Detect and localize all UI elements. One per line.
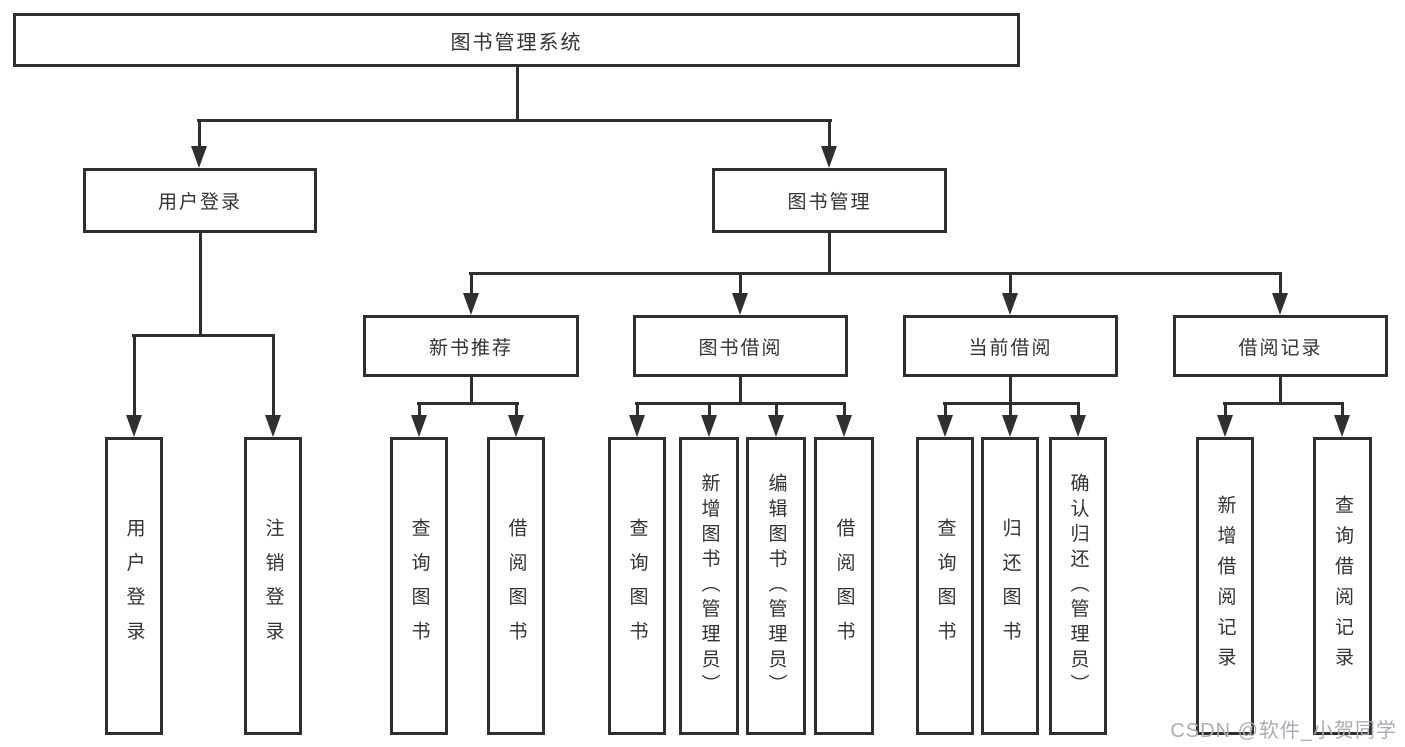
connector-line [636,402,639,418]
arrowhead-down-icon [629,415,645,437]
leaf-label: 查询图书 [934,517,956,655]
node-label: 图书管理系统 [450,31,583,54]
connector-line [1341,402,1344,418]
leaf-borrow-books-recommend: 借阅图书 [487,437,545,735]
node-borrow-records: 借阅记录 [1173,315,1388,377]
arrowhead-down-icon [1002,415,1018,437]
connector-line [1279,375,1282,405]
leaf-user-login: 用户登录 [105,437,163,735]
leaf-label: 查询图书 [408,517,430,655]
node-label: 用户登录 [157,192,242,213]
connector-line [1009,375,1012,405]
connector-line [775,402,778,418]
connector-line [417,402,519,405]
arrowhead-down-icon [701,415,717,437]
leaf-add-book-admin: 新增图书（管理员） [679,437,739,735]
arrowhead-down-icon [1070,415,1086,437]
leaf-query-books-borrowing: 查询图书 [608,437,666,735]
connector-line [739,375,742,405]
node-label: 图书借阅 [698,337,783,359]
connector-line [470,375,473,405]
node-label: 新书推荐 [428,337,513,359]
connector-line [708,402,711,418]
connector-line [132,334,275,337]
leaf-borrow-books-borrowing: 借阅图书 [814,437,874,735]
arrowhead-down-icon [836,415,852,437]
leaf-label: 编辑图书（管理员） [765,473,787,699]
connector-line [1077,402,1080,418]
connector-line [418,402,421,418]
connector-line [1279,272,1282,295]
connector-line [470,272,473,295]
connector-line [739,272,742,295]
leaf-return-books: 归还图书 [981,437,1039,735]
connector-line [515,402,518,418]
connector-line [516,66,519,122]
node-current-borrowing: 当前借阅 [903,315,1118,377]
node-user-login: 用户登录 [83,168,317,233]
arrowhead-down-icon [1272,293,1288,315]
node-book-management: 图书管理 [712,168,947,233]
node-label: 借阅记录 [1238,337,1323,359]
arrowhead-down-icon [191,146,207,168]
leaf-label: 查询图书 [626,517,648,655]
node-library-management-system: 图书管理系统 [13,13,1020,67]
connector-line [944,402,947,418]
leaf-logout: 注销登录 [244,437,302,735]
leaf-label: 确认归还（管理员） [1067,473,1089,699]
connector-line [198,119,201,149]
node-label: 图书管理 [787,192,872,213]
arrowhead-down-icon [508,415,524,437]
connector-line [272,334,275,418]
connector-line [635,402,846,405]
connector-line [828,231,831,275]
node-label: 当前借阅 [968,337,1053,359]
connector-line [133,334,136,418]
connector-line [199,231,202,337]
arrowhead-down-icon [1217,415,1233,437]
connector-line [843,402,846,418]
leaf-label: 归还图书 [999,517,1021,655]
arrowhead-down-icon [732,293,748,315]
leaf-confirm-return-admin: 确认归还（管理员） [1049,437,1107,735]
connector-line [469,272,1282,275]
leaf-edit-book-admin: 编辑图书（管理员） [746,437,806,735]
connector-line [1223,402,1344,405]
arrowhead-down-icon [411,415,427,437]
leaf-label: 借阅图书 [833,517,855,655]
connector-line [1224,402,1227,418]
connector-line [1009,272,1012,295]
connector-line [828,119,831,149]
node-book-borrowing: 图书借阅 [633,315,848,377]
arrowhead-down-icon [463,293,479,315]
leaf-query-borrow-record: 查询借阅记录 [1313,437,1372,735]
arrowhead-down-icon [768,415,784,437]
connector-line [1009,402,1012,418]
leaf-query-books-current: 查询图书 [916,437,974,735]
node-new-book-recommend: 新书推荐 [363,315,579,377]
leaf-label: 用户登录 [123,517,145,655]
arrowhead-down-icon [821,146,837,168]
arrowhead-down-icon [126,415,142,437]
leaf-query-books-recommend: 查询图书 [390,437,448,735]
leaf-label: 新增借阅记录 [1214,494,1236,678]
arrowhead-down-icon [1002,293,1018,315]
leaf-label: 查询借阅记录 [1332,494,1353,678]
csdn-watermark: CSDN @软件_小贺同学 [1170,720,1397,742]
arrowhead-down-icon [265,415,281,437]
leaf-add-borrow-record: 新增借阅记录 [1196,437,1254,735]
leaf-label: 注销登录 [262,517,284,655]
leaf-label: 借阅图书 [505,517,527,655]
connector-line [197,119,832,122]
leaf-label: 新增图书（管理员） [698,473,720,699]
arrowhead-down-icon [1334,415,1350,437]
arrowhead-down-icon [937,415,953,437]
